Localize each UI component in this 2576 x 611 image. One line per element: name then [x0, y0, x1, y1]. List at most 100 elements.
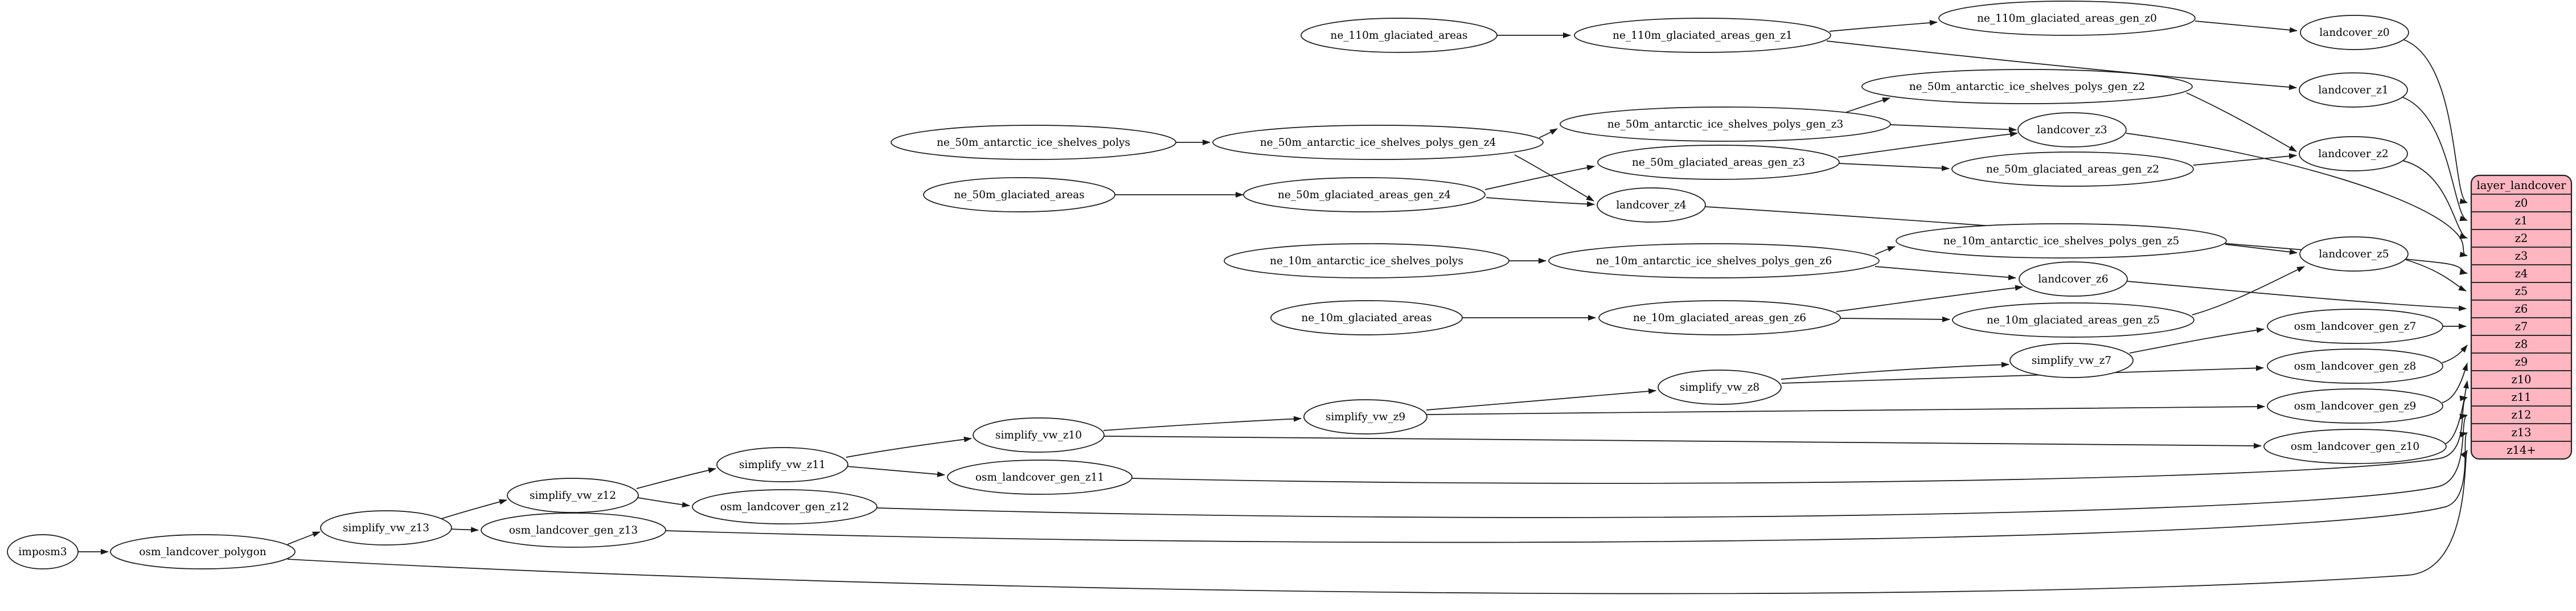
node-shape [1303, 399, 1428, 434]
node-ne_110m_glaciated_areas: ne_110m_glaciated_areas [1301, 18, 1498, 53]
edge-osm_landcover_gen_z11-to-layer_landcover-z11 [1131, 395, 2468, 484]
node-shape [1951, 151, 2194, 187]
node-ne_50m_antarctic_ice_shelves_polys_gen_z3: ne_50m_antarctic_ice_shelves_polys_gen_z… [1560, 106, 1891, 142]
edge-ne_50m_glaciated_gen_z3-to-gen_z2 [1839, 163, 1950, 171]
node-landcover_z5: landcover_z5 [2299, 236, 2409, 272]
edge-simplify_vw_z9-to-osm_landcover_gen_z9 [1426, 404, 2265, 415]
node-shape [716, 447, 848, 482]
edge-ne_50m_polys_gen_z3-to-landcover_z3 [1890, 124, 2017, 133]
node-shape [2267, 309, 2443, 344]
node-label: simplify_vw_z11 [739, 459, 826, 471]
node-ne_50m_glaciated_areas_gen_z3: ne_50m_glaciated_areas_gen_z3 [1597, 145, 1840, 180]
edge-simplify_vw_z12-to-osm_landcover_gen_z12 [637, 497, 690, 508]
node-simplify_vw_z12: simplify_vw_z12 [507, 478, 639, 513]
node-simplify_vw_z8: simplify_vw_z8 [1658, 370, 1782, 405]
node-ne_10m_antarctic_ice_shelves_polys_gen_z5: ne_10m_antarctic_ice_shelves_polys_gen_z… [1896, 223, 2227, 259]
node-landcover_z1: landcover_z1 [2299, 72, 2408, 108]
node-shape [1597, 187, 1706, 223]
node-label: ne_50m_glaciated_areas_gen_z4 [1278, 189, 1451, 201]
edge-osm_landcover_gen_z12-to-layer_landcover-z12 [876, 413, 2468, 518]
node-label: landcover_z0 [2319, 27, 2389, 39]
edge-landcover_z6-to-layer_landcover-z6 [2127, 281, 2467, 311]
node-ne_50m_glaciated_areas_gen_z4: ne_50m_glaciated_areas_gen_z4 [1243, 177, 1486, 212]
edge-ne_10m_glaciated_gen_z6-to-landcover_z6 [1836, 285, 2023, 312]
edge-simplify_vw_z12-to-simplify_vw_z11 [636, 468, 716, 489]
node-osm_landcover_gen_z7: osm_landcover_gen_z7 [2267, 309, 2443, 344]
table-row-z3: z3 [2515, 249, 2528, 263]
node-label: ne_10m_antarctic_ice_shelves_polys_gen_z… [1943, 235, 2179, 247]
table-row-z9: z9 [2515, 355, 2528, 368]
node-shape [1598, 300, 1841, 335]
node-ne_110m_glaciated_areas_gen_z1: ne_110m_glaciated_areas_gen_z1 [1574, 18, 1831, 53]
node-ne_50m_antarctic_ice_shelves_polys: ne_50m_antarctic_ice_shelves_polys [891, 125, 1176, 160]
edge-landcover_z4-to-layer_landcover-z4 [1705, 206, 2468, 275]
node-shape [1896, 223, 2227, 259]
node-label: simplify_vw_z10 [995, 429, 1082, 441]
table-row-z12: z12 [2511, 408, 2531, 421]
edge-ne_110m_gen_z1-to-landcover_z1 [1826, 40, 2297, 90]
node-ne_10m_glaciated_areas_gen_z5: ne_10m_glaciated_areas_gen_z5 [1952, 302, 2194, 338]
node-shape [947, 460, 1133, 495]
node-shape [1658, 370, 1782, 405]
node-landcover_z3: landcover_z3 [2017, 112, 2127, 147]
node-shape [2267, 348, 2443, 384]
node-label: osm_landcover_gen_z11 [975, 471, 1104, 483]
node-shape [891, 125, 1176, 160]
node-label: ne_10m_glaciated_areas_gen_z6 [1633, 312, 1806, 324]
node-label: simplify_vw_z12 [530, 490, 616, 502]
node-shape [2299, 236, 2409, 272]
edge-simplify_vw_z13-to-simplify_vw_z12 [441, 499, 507, 519]
node-shape [1243, 177, 1486, 212]
edge-landcover_z2-to-layer_landcover-z2 [2402, 160, 2468, 239]
edges [78, 20, 2469, 594]
node-label: landcover_z3 [2037, 124, 2107, 136]
node-label: osm_landcover_gen_z10 [2291, 441, 2419, 453]
node-label: ne_50m_antarctic_ice_shelves_polys_gen_z… [1607, 118, 1843, 130]
node-label: imposm3 [18, 546, 67, 558]
table-row-z4: z4 [2515, 267, 2528, 280]
node-simplify_vw_z7: simplify_vw_z7 [2009, 343, 2134, 378]
edge-ne_50m_glaciated_gen_z4-to-landcover_z4 [1486, 197, 1595, 207]
edge-ne_10m_polys_gen_z5-to-landcover_z5 [2225, 244, 2298, 255]
edge-simplify_vw_z11-to-osm_landcover_gen_z11 [846, 466, 945, 477]
node-shape [1212, 125, 1544, 160]
node-shape [320, 510, 452, 546]
table-row-z8: z8 [2515, 338, 2528, 351]
node-osm_landcover_gen_z11: osm_landcover_gen_z11 [947, 460, 1133, 495]
table-row-z1: z1 [2515, 214, 2528, 227]
node-label: ne_110m_glaciated_areas [1330, 30, 1467, 42]
node-shape [1938, 1, 2196, 36]
node-osm_landcover_gen_z9: osm_landcover_gen_z9 [2267, 388, 2443, 424]
edge-simplify_vw_z8-to-simplify_vw_z7 [1781, 362, 2009, 380]
node-osm_landcover_polygon: osm_landcover_polygon [110, 534, 296, 569]
node-shape [1301, 18, 1498, 53]
layer-landcover-table: layer_landcover z0 z1 z2 z3 z4 z5 z6 z7 … [2470, 174, 2573, 460]
edge-ne_110m_gen_z0-to-landcover_z0 [2194, 20, 2298, 33]
edge-osm_landcover_polygon-to-layer_landcover-z14 [287, 450, 2468, 594]
edge-ne_50m_glaciated_gen_z2-to-landcover_z2 [2193, 153, 2297, 166]
node-label: ne_50m_glaciated_areas_gen_z2 [1986, 163, 2159, 175]
edge-ne_110m_gen_z1-to-gen_z0 [1829, 20, 1938, 32]
node-label: ne_50m_glaciated_areas [954, 189, 1084, 201]
node-shape [1560, 106, 1891, 142]
node-landcover_z0: landcover_z0 [2300, 15, 2409, 50]
node-ne_10m_glaciated_areas_gen_z6: ne_10m_glaciated_areas_gen_z6 [1598, 300, 1841, 335]
node-shape [1952, 302, 2194, 338]
node-ne_50m_antarctic_ice_shelves_polys_gen_z2: ne_50m_antarctic_ice_shelves_polys_gen_z… [1861, 69, 2193, 104]
edge-landcover_z3-to-layer_landcover-z3 [2126, 133, 2468, 257]
node-simplify_vw_z11: simplify_vw_z11 [716, 447, 848, 482]
nodes: imposm3 osm_landcover_polygon simplify_v… [7, 1, 2447, 569]
node-shape [1224, 243, 1509, 278]
node-label: ne_10m_antarctic_ice_shelves_polys_gen_z… [1596, 255, 1832, 267]
node-label: simplify_vw_z7 [2032, 355, 2111, 367]
table-row-z2: z2 [2515, 232, 2528, 245]
table-row-z13: z13 [2511, 426, 2531, 439]
edge-osm_landcover_polygon-to-simplify_vw_z13 [287, 531, 321, 545]
node-shape [2263, 429, 2447, 464]
node-ne_110m_glaciated_areas_gen_z0: ne_110m_glaciated_areas_gen_z0 [1938, 1, 2196, 36]
edge-osm_landcover_gen_z9-to-layer_landcover-z9 [2442, 363, 2468, 403]
edge-ne_50m_polys_gen_z3-to-gen_z2 [1844, 97, 1890, 113]
node-shape [1548, 243, 1880, 278]
edge-osm_landcover_gen_z10-to-layer_landcover-z10 [2445, 380, 2469, 444]
